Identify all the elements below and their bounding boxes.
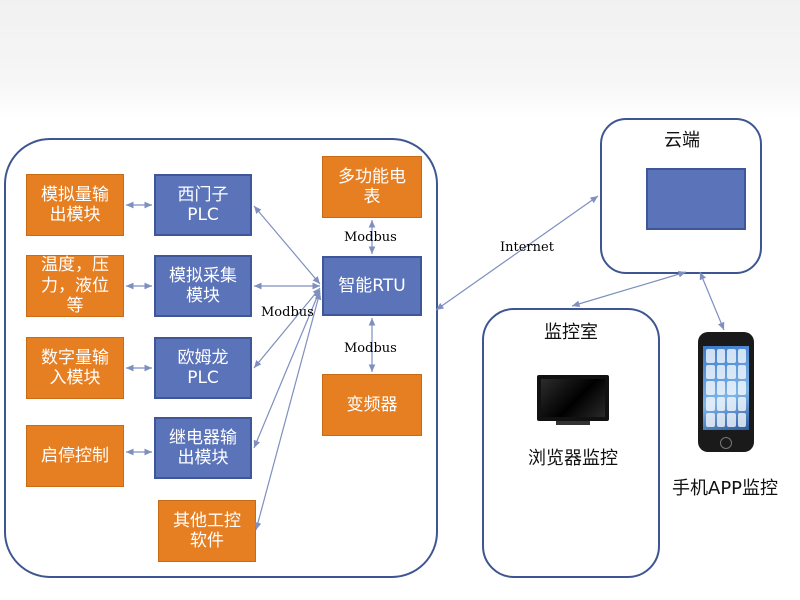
analog-acquisition-module: 模拟采集模块 [154,255,252,317]
modbus-label-left: Modbus [261,305,314,320]
inverter: 变频器 [322,374,422,436]
link-cloud-monitoring [571,270,687,308]
omron-plc: 欧姆龙PLC [154,337,252,399]
phone-screen [703,346,749,430]
internet-label: Internet [500,240,554,255]
monitor-screen [541,379,605,417]
monitoring-room-title: 监控室 [544,322,598,343]
siemens-plc: 西门子PLC [154,174,252,236]
monitoring-room-container [482,308,660,578]
digital-input-module: 数字量输入模块 [26,337,124,399]
monitor-stand [556,421,590,425]
analog-output-module: 模拟量输出模块 [26,174,124,236]
link-rtu-cloud [435,195,599,311]
cloud-title: 云端 [664,130,700,151]
link-rtu-siemens [253,205,321,285]
mobile-app-label: 手机APP监控 [672,478,779,499]
modbus-label-bottom: Modbus [344,341,397,356]
other-control-software: 其他工控软件 [158,500,256,562]
multifunction-power-meter: 多功能电表 [322,156,422,218]
link-rtu-other-software [254,291,322,531]
link-cloud-mobile [699,271,725,331]
cloud-server [646,168,746,230]
modbus-label-top: Modbus [344,230,397,245]
browser-monitor-label: 浏览器监控 [528,448,618,469]
smart-rtu: 智能RTU [322,256,422,316]
sensors-box: 温度，压力，液位等 [26,255,124,317]
phone-home-button [720,437,732,449]
start-stop-control: 启停控制 [26,425,124,487]
relay-output-module: 继电器输出模块 [154,417,252,479]
